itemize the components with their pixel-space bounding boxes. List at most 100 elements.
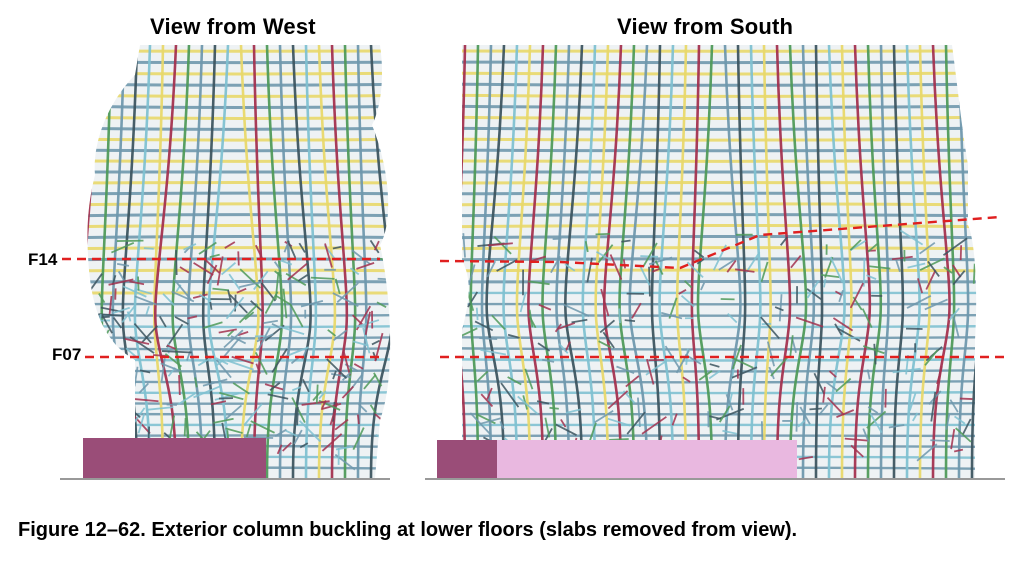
buckled-member <box>517 395 539 415</box>
buckled-member <box>698 370 713 381</box>
buckled-member <box>678 288 687 295</box>
buckled-member <box>949 399 959 413</box>
buckled-member <box>321 433 343 452</box>
buckled-member <box>822 386 826 403</box>
buckled-member <box>718 405 731 423</box>
exterior-column <box>840 45 853 478</box>
buckled-member <box>474 320 494 332</box>
floor-beam <box>437 202 977 207</box>
buckled-member <box>285 429 298 437</box>
floor-beam <box>437 71 977 76</box>
exterior-column <box>252 45 264 478</box>
buckled-member <box>199 293 212 303</box>
buckled-member <box>177 392 196 406</box>
buckled-member <box>275 294 292 306</box>
buckled-member <box>264 291 279 314</box>
exterior-column <box>788 45 808 478</box>
buckled-member <box>108 295 113 315</box>
floor-beam <box>437 115 977 120</box>
floor-beam <box>437 357 977 362</box>
buckled-member <box>85 365 98 389</box>
exterior-column <box>555 45 571 478</box>
buckled-member <box>362 327 371 354</box>
buckled-member <box>376 301 387 308</box>
buckled-member <box>220 262 237 276</box>
buckled-member <box>356 414 360 425</box>
buckled-member <box>626 411 646 435</box>
buckled-member <box>282 288 288 319</box>
buckled-member <box>625 375 640 388</box>
buckled-member <box>837 327 861 342</box>
buckled-member <box>321 399 327 409</box>
floor-beam <box>85 434 391 438</box>
buckled-member <box>239 280 263 289</box>
buckled-member <box>555 423 577 436</box>
buckled-member <box>203 321 223 329</box>
buckled-member <box>598 340 612 349</box>
buckled-member <box>174 316 189 325</box>
buckled-member <box>869 412 883 434</box>
buckled-member <box>486 387 493 400</box>
buckled-member <box>274 270 282 278</box>
buckled-member <box>216 256 224 286</box>
buckled-member <box>351 249 371 265</box>
buckled-member <box>806 280 820 299</box>
buckled-member <box>919 257 945 271</box>
buckled-member <box>236 287 247 294</box>
floor-beam <box>437 148 977 153</box>
buckled-member <box>774 306 784 312</box>
buckled-member <box>292 386 302 392</box>
buckled-member <box>866 369 871 380</box>
exterior-column <box>201 45 217 478</box>
buckled-member <box>94 315 110 319</box>
buckled-member <box>930 439 950 442</box>
buckled-member <box>835 377 852 393</box>
floor-beam <box>85 104 391 109</box>
buckled-member <box>646 358 655 385</box>
buckled-member <box>542 358 555 363</box>
buckled-member <box>341 385 354 399</box>
exterior-column <box>736 45 747 478</box>
buckled-member <box>138 382 149 394</box>
buckled-member <box>919 241 936 255</box>
floor-beam <box>85 279 391 284</box>
buckled-member <box>892 367 921 374</box>
buckled-member <box>686 261 704 278</box>
exterior-column <box>892 45 905 478</box>
buckled-member <box>930 391 937 422</box>
buckled-member <box>778 294 783 322</box>
floor-beam <box>85 246 391 251</box>
buckled-member <box>480 393 494 408</box>
buckled-member <box>273 261 282 271</box>
exterior-column <box>628 45 649 478</box>
floor-beam <box>437 379 977 384</box>
floor-beam <box>437 213 977 218</box>
buckled-member <box>654 260 664 275</box>
buckled-member <box>727 313 738 324</box>
buckled-member <box>117 431 128 436</box>
buckled-member <box>112 396 134 402</box>
buckled-member <box>243 403 263 426</box>
exterior-column <box>594 45 610 478</box>
buckled-member <box>302 378 310 393</box>
buckled-member <box>178 375 181 396</box>
buckled-member <box>779 236 788 246</box>
buckled-member <box>558 343 569 354</box>
buckled-member <box>193 262 214 276</box>
buckled-member <box>469 412 491 435</box>
floor-beam <box>85 82 391 87</box>
buckled-member <box>538 303 552 311</box>
buckled-member <box>729 356 754 369</box>
floor-beam <box>85 202 391 207</box>
buckled-member <box>519 292 527 313</box>
exterior-column <box>85 45 87 478</box>
buckled-member <box>589 422 597 441</box>
buckled-member <box>107 410 136 424</box>
buckled-member <box>948 307 960 321</box>
buckled-member <box>98 293 106 304</box>
buckled-member <box>867 406 879 414</box>
buckled-member <box>250 420 275 434</box>
buckled-member <box>475 307 479 321</box>
buckled-member <box>565 408 582 414</box>
